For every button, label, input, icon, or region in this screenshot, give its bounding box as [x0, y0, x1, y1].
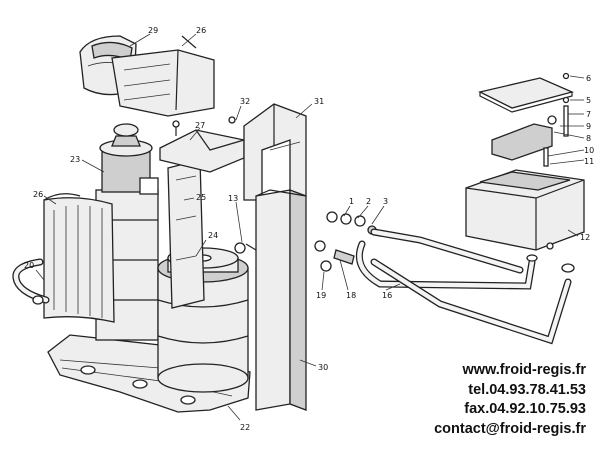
fax-text: fax.04.92.10.75.93 — [464, 401, 586, 417]
callout-30: 30 — [318, 363, 328, 372]
control-box-12 — [465, 169, 585, 251]
callout-26: 26 — [33, 190, 43, 199]
callout-2: 2 — [366, 197, 371, 206]
callout-8: 8 — [586, 134, 591, 143]
callout-11: 11 — [584, 157, 594, 166]
fan-guard-shroud — [43, 193, 115, 323]
tube-16 — [355, 228, 575, 345]
pillar-frame-31 — [228, 103, 307, 201]
website-text: www.froid-regis.fr — [462, 362, 586, 378]
callout-5: 5 — [586, 96, 591, 105]
callout-3: 3 — [383, 197, 388, 206]
callout-24: 24 — [208, 231, 218, 240]
callout-labels: 29 26 27 32 31 23 26 25 13 24 20 22 30 1… — [24, 26, 594, 432]
cable-tube-20 — [12, 258, 50, 305]
callout-28: 26 — [196, 26, 206, 35]
callout-13: 13 — [228, 194, 238, 203]
callout-31: 31 — [314, 97, 324, 106]
callout-10: 10 — [584, 146, 594, 155]
callout-22: 22 — [240, 423, 250, 432]
fitting-13 — [234, 242, 257, 254]
box-lid-5 — [478, 72, 574, 113]
callout-7: 7 — [586, 110, 591, 119]
pillar-30 — [255, 189, 307, 411]
callout-6: 6 — [586, 74, 591, 83]
callout-32: 32 — [240, 97, 250, 106]
parts-6-11 — [491, 105, 569, 167]
blower-housing-28 — [111, 35, 215, 117]
leader-lines — [35, 33, 585, 421]
callout-27: 27 — [195, 121, 205, 130]
contact-block: www.froid-regis.fr tel.04.93.78.41.53 fa… — [434, 361, 586, 439]
bracket-panel-25 — [167, 159, 205, 309]
callout-18: 18 — [346, 291, 356, 300]
callout-25: 25 — [196, 193, 206, 202]
email-text: contact@froid-regis.fr — [434, 420, 586, 437]
callout-29: 29 — [148, 26, 158, 35]
callout-9: 9 — [586, 122, 591, 131]
callout-23: 23 — [70, 155, 80, 164]
callout-16: 16 — [382, 291, 392, 300]
callout-12: 12 — [580, 233, 590, 242]
callout-1: 1 — [349, 197, 354, 206]
callout-20: 20 — [24, 261, 34, 270]
fittings-1-2-3 — [326, 211, 377, 235]
fittings-18-19 — [314, 240, 355, 272]
cover-27 — [159, 120, 245, 173]
callout-19: 19 — [316, 291, 326, 300]
phone-text: tel.04.93.78.41.53 — [468, 381, 586, 398]
